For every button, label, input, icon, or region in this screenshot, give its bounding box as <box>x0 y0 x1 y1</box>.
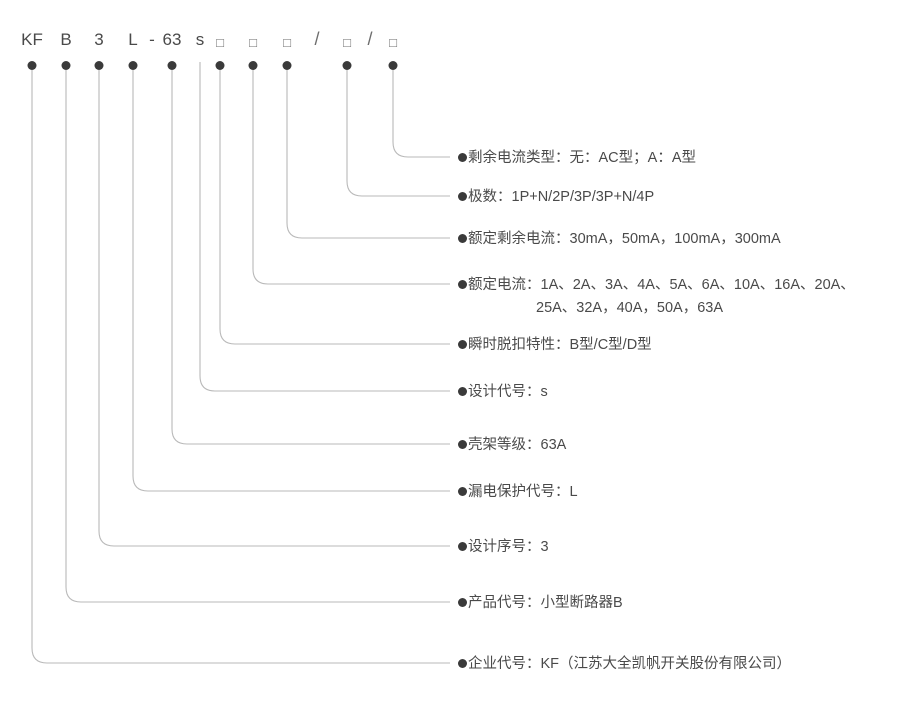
callout-number-of-poles: 极数：1P+N/2P/3P/3P+N/4P <box>458 186 654 209</box>
anchor-dot-11 <box>342 61 352 70</box>
code-token-4: - <box>149 30 155 49</box>
callout-rated-residual-current: 额定剩余电流：30mA，50mA，100mA，300mA <box>458 228 781 251</box>
code-token-11: □ <box>343 35 351 50</box>
callout-text-product-code: 产品代号：小型断路器B <box>468 592 623 615</box>
callout-dot-instantaneous-tripping-characteristic <box>458 340 467 349</box>
callout-line1-product-code: 产品代号：小型断路器B <box>468 595 623 611</box>
callout-text-instantaneous-tripping-characteristic: 瞬时脱扣特性：B型/C型/D型 <box>468 334 652 357</box>
code-token-2: 3 <box>94 30 104 49</box>
code-token-9: □ <box>283 35 291 50</box>
anchor-dot-9 <box>282 61 292 70</box>
callout-text-number-of-poles: 极数：1P+N/2P/3P/3P+N/4P <box>468 186 654 209</box>
callout-dot-enterprise-code <box>458 659 467 668</box>
anchor-dot-0 <box>27 61 37 70</box>
code-token-0: KF <box>21 30 43 49</box>
anchor-dot-8 <box>248 61 258 70</box>
code-token-13: □ <box>389 35 397 50</box>
leader-line-residual-current-type <box>392 70 450 158</box>
callout-dot-residual-current-type <box>458 153 467 162</box>
leader-line-design-serial-number <box>98 70 450 547</box>
callout-line1-rated-residual-current: 额定剩余电流：30mA，50mA，100mA，300mA <box>468 231 781 247</box>
callout-line2-rated-current: 25A、32A，40A，50A，63A <box>536 300 723 316</box>
code-token-1: B <box>60 30 72 49</box>
callout-dot-rated-residual-current <box>458 234 467 243</box>
anchor-dot-1 <box>61 61 71 70</box>
callout-line1-residual-current-type: 剩余电流类型：无：AC型；A：A型 <box>468 150 696 166</box>
callout-frame-rating: 壳架等级：63A <box>458 434 566 457</box>
callout-text-rated-current: 额定电流：1A、2A、3A、4A、5A、6A、10A、16A、20A、 25A、3… <box>468 274 855 320</box>
leader-line-design-code <box>199 70 450 392</box>
anchor-dot-3 <box>128 61 138 70</box>
callout-line1-rated-current: 额定电流：1A、2A、3A、4A、5A、6A、10A、16A、20A、 <box>468 277 855 293</box>
leader-line-earth-leakage-protection-code <box>132 70 450 492</box>
callout-line1-number-of-poles: 极数：1P+N/2P/3P/3P+N/4P <box>468 189 655 205</box>
callout-text-frame-rating: 壳架等级：63A <box>468 434 566 457</box>
callout-line1-design-code: 设计代号：s <box>468 384 548 400</box>
code-token-10: / <box>314 29 320 49</box>
callout-text-residual-current-type: 剩余电流类型：无：AC型；A：A型 <box>468 147 696 170</box>
callout-text-rated-residual-current: 额定剩余电流：30mA，50mA，100mA，300mA <box>468 228 781 251</box>
leader-line-number-of-poles <box>346 70 450 197</box>
code-row: KF B 3 L-63 s □ □ □ / □ / □ <box>0 0 900 70</box>
callout-dot-design-serial-number <box>458 542 467 551</box>
anchor-dot-13 <box>388 61 398 70</box>
callout-dot-earth-leakage-protection-code <box>458 487 467 496</box>
code-token-3: L <box>128 30 138 49</box>
callout-dot-rated-current <box>458 280 467 289</box>
callout-design-serial-number: 设计序号：3 <box>458 536 549 559</box>
code-token-6: s <box>195 30 205 49</box>
code-token-5: 63 <box>162 30 182 49</box>
leader-line-enterprise-code <box>31 70 450 664</box>
callout-instantaneous-tripping-characteristic: 瞬时脱扣特性：B型/C型/D型 <box>458 334 652 357</box>
callout-line1-earth-leakage-protection-code: 漏电保护代号：L <box>468 484 578 500</box>
callout-line1-frame-rating: 壳架等级：63A <box>468 437 567 453</box>
callout-dot-design-code <box>458 387 467 396</box>
leader-line-instantaneous-tripping-characteristic <box>219 70 450 345</box>
callout-text-earth-leakage-protection-code: 漏电保护代号：L <box>468 481 578 504</box>
callout-line1-design-serial-number: 设计序号：3 <box>468 539 549 555</box>
callout-earth-leakage-protection-code: 漏电保护代号：L <box>458 481 578 504</box>
callout-text-enterprise-code: 企业代号：KF（江苏大全凯帆开关股份有限公司） <box>468 653 791 676</box>
callout-line1-enterprise-code: 企业代号：KF（江苏大全凯帆开关股份有限公司） <box>468 656 792 672</box>
callout-dot-frame-rating <box>458 440 467 449</box>
callout-residual-current-type: 剩余电流类型：无：AC型；A：A型 <box>458 147 696 170</box>
code-token-7: □ <box>216 35 224 50</box>
callout-line1-instantaneous-tripping-characteristic: 瞬时脱扣特性：B型/C型/D型 <box>468 337 652 353</box>
callout-product-code: 产品代号：小型断路器B <box>458 592 623 615</box>
code-token-12: / <box>367 29 373 49</box>
leader-line-rated-residual-current <box>286 70 450 239</box>
callout-rated-current: 额定电流：1A、2A、3A、4A、5A、6A、10A、16A、20A、 25A、3… <box>458 274 855 320</box>
callout-text-design-code: 设计代号：s <box>468 381 548 404</box>
anchor-dot-2 <box>94 61 104 70</box>
leader-line-product-code <box>65 70 450 603</box>
callout-enterprise-code: 企业代号：KF（江苏大全凯帆开关股份有限公司） <box>458 653 791 676</box>
callout-dot-number-of-poles <box>458 192 467 201</box>
anchor-dot-7 <box>215 61 225 70</box>
code-token-8: □ <box>249 35 257 50</box>
callout-design-code: 设计代号：s <box>458 381 548 404</box>
leader-line-rated-current <box>252 70 450 285</box>
callout-text-design-serial-number: 设计序号：3 <box>468 536 549 559</box>
callout-dot-product-code <box>458 598 467 607</box>
leader-line-frame-rating <box>171 70 450 445</box>
anchor-dot-5 <box>167 61 177 70</box>
